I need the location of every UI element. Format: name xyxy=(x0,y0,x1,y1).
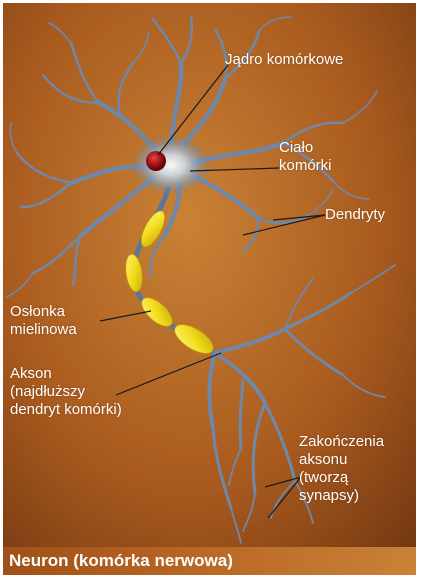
axon-terminals-label: Zakończenia aksonu (tworzą synapsy) xyxy=(299,433,384,505)
figure-caption: Neuron (komórka nerwowa) xyxy=(9,551,233,571)
nucleus xyxy=(146,151,166,171)
nucleus-label: Jądro komórkowe xyxy=(225,51,343,69)
neuron-illustration: Jądro komórkowe Ciało komórki Dendryty O… xyxy=(3,3,416,575)
dendrites-label: Dendryty xyxy=(325,206,385,224)
axon-label: Akson (najdłuższy dendryt komórki) xyxy=(10,365,122,419)
caption-bar: Neuron (komórka nerwowa) xyxy=(3,547,416,575)
cell-body-label: Ciało komórki xyxy=(279,139,332,175)
myelin-sheath-label: Osłonka mielinowa xyxy=(10,303,77,339)
cell-body xyxy=(131,135,211,195)
